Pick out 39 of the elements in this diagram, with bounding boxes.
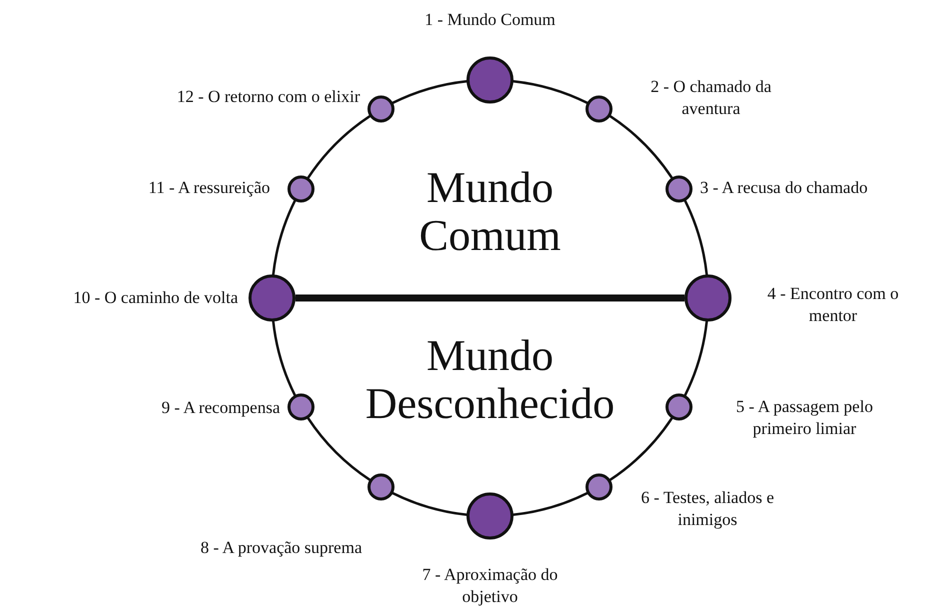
circle-arc [272,320,296,396]
stage-marker [585,95,613,124]
region-title: Mundo Desconhecido [364,332,616,428]
stage-label: 1 - Mundo Comum [424,9,556,31]
stage-label: 9 - A recompensa [160,397,280,419]
stage-label: 3 - A recusa do chamado [700,177,869,199]
circle-arc [684,320,708,396]
stage-marker [585,472,613,501]
stage-label: 7 - Aproximação do objetivo [421,564,559,608]
circle-arc [307,417,371,481]
circle-arc [392,492,468,516]
stage-marker [248,274,296,322]
circle-arc [272,200,296,276]
stage-label: 4 - Encontro com o mentor [766,283,900,327]
stage-marker [367,472,395,501]
circle-arc [684,200,708,276]
stage-marker [684,274,732,322]
stage-label: 6 - Testes, aliados e inimigos [640,487,775,531]
stage-label: 2 - O chamado da aventura [650,76,772,120]
circle-arc [512,492,588,516]
divider-line [296,294,684,302]
stage-marker [466,56,514,104]
stage-marker [287,393,316,421]
stage-label: 8 - A provação suprema [200,537,362,559]
stage-label: 10 - O caminho de volta [72,287,238,309]
circle-arc [609,115,673,179]
circle-arc [609,417,673,481]
stage-marker [664,175,693,203]
stage-marker [287,175,316,203]
circle-arc [512,80,588,104]
region-title: Mundo Comum [418,164,562,260]
stage-marker [466,492,514,540]
circle-arc [392,80,468,104]
stage-label: 12 - O retorno com o elixir [176,86,360,108]
stage-marker [367,95,395,124]
stage-label: 11 - A ressureição [147,177,270,199]
stage-marker [664,393,693,421]
stage-label: 5 - A passagem pelo primeiro limiar [735,396,874,440]
circle-arc [307,115,371,179]
